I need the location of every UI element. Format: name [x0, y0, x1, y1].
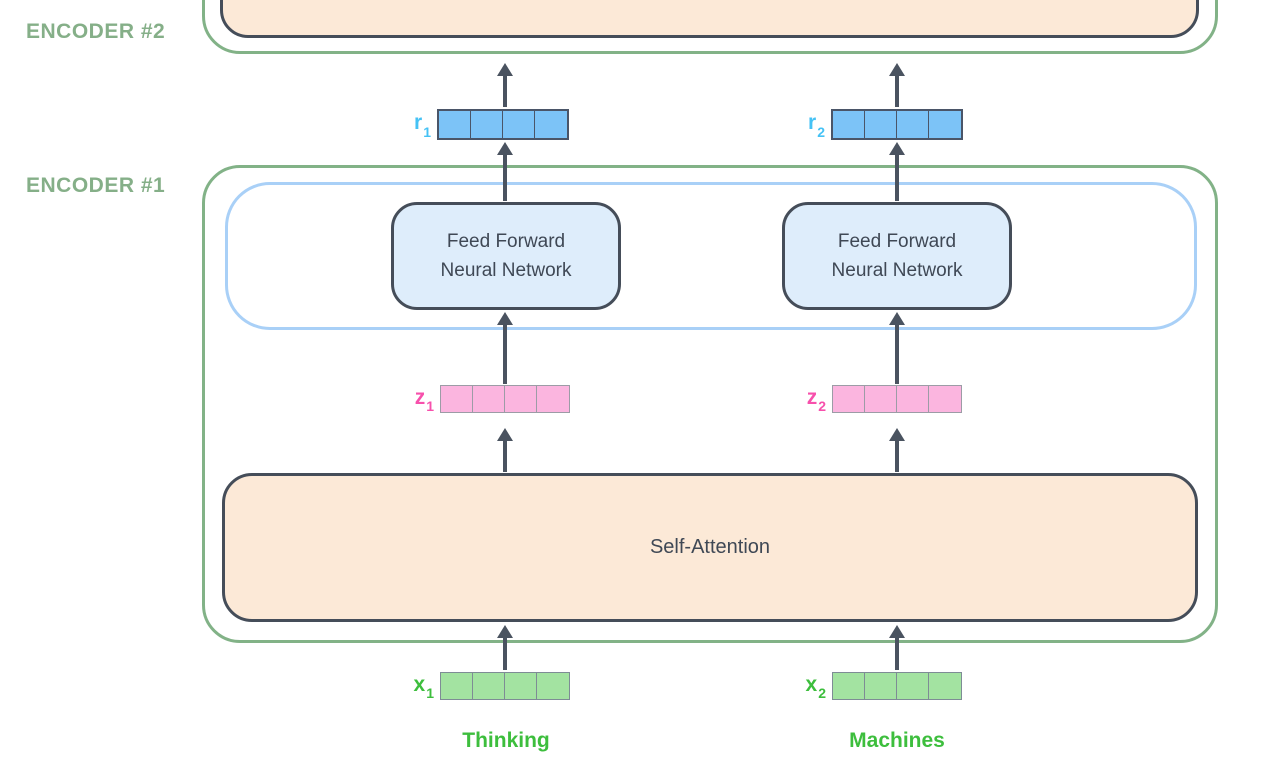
arrow-head-icon	[889, 625, 905, 638]
vector-cell	[865, 111, 897, 138]
vector-r2: r2	[780, 109, 963, 140]
vector-r1: r1	[386, 109, 569, 140]
feed-forward-box-1: Feed Forward Neural Network	[391, 202, 621, 310]
vector-cell	[503, 111, 535, 138]
arrow-r1-to-encoder2	[496, 63, 514, 107]
vector-cell	[833, 386, 865, 412]
vector-cell	[439, 111, 471, 138]
vector-r1-cells	[437, 109, 569, 140]
encoder-2-inner-box	[220, 0, 1199, 38]
vector-z2: z2	[781, 385, 962, 415]
vector-cell	[929, 111, 961, 138]
arrow-r2-to-encoder2	[888, 63, 906, 107]
vector-cell	[897, 386, 929, 412]
encoder-1-label: ENCODER #1	[26, 174, 166, 197]
vector-x2-label: x2	[805, 672, 826, 702]
self-attention-label: Self-Attention	[649, 536, 771, 558]
arrow-head-icon	[497, 142, 513, 155]
vector-cell	[441, 386, 473, 412]
arrow-stem	[503, 323, 507, 384]
arrow-stem	[503, 636, 507, 670]
vector-cell	[505, 673, 537, 699]
vector-x1: x1	[389, 672, 570, 702]
arrow-head-icon	[497, 63, 513, 76]
arrow-head-icon	[889, 428, 905, 441]
feed-forward-layer-container	[225, 182, 1197, 330]
token-label-thinking: Thinking	[462, 729, 550, 752]
arrow-ffnn2-to-r2	[888, 142, 906, 201]
vector-z2-cells	[832, 385, 962, 413]
arrow-stem	[895, 153, 899, 201]
arrow-head-icon	[497, 428, 513, 441]
vector-cell	[473, 673, 505, 699]
vector-cell	[833, 673, 865, 699]
arrow-z1-to-ffnn1	[496, 312, 514, 384]
vector-cell	[865, 673, 897, 699]
arrow-ffnn1-to-r1	[496, 142, 514, 201]
arrow-head-icon	[889, 63, 905, 76]
arrow-stem	[895, 636, 899, 670]
vector-cell	[537, 673, 569, 699]
feed-forward-box-1-text: Feed Forward Neural Network	[440, 230, 572, 281]
arrow-stem	[895, 74, 899, 107]
vector-cell	[929, 673, 961, 699]
vector-cell	[865, 386, 897, 412]
vector-z1-cells	[440, 385, 570, 413]
vector-x2: x2	[781, 672, 962, 702]
feed-forward-box-2: Feed Forward Neural Network	[782, 202, 1012, 310]
self-attention-box: Self-Attention	[222, 473, 1198, 622]
vector-cell	[897, 673, 929, 699]
vector-cell	[505, 386, 537, 412]
arrow-stem	[503, 74, 507, 107]
encoder-1-box	[202, 165, 1218, 643]
vector-x1-label: x1	[413, 672, 434, 702]
encoder-2-label: ENCODER #2	[26, 20, 166, 43]
vector-x2-cells	[832, 672, 962, 700]
arrow-x2-to-attention	[888, 625, 906, 670]
arrow-head-icon	[497, 625, 513, 638]
vector-x1-cells	[440, 672, 570, 700]
arrow-x1-to-attention	[496, 625, 514, 670]
vector-cell	[441, 673, 473, 699]
vector-cell	[897, 111, 929, 138]
vector-cell	[535, 111, 567, 138]
vector-z1: z1	[389, 385, 570, 415]
arrow-stem	[503, 153, 507, 201]
arrow-head-icon	[497, 312, 513, 325]
arrow-head-icon	[889, 142, 905, 155]
arrow-head-icon	[889, 312, 905, 325]
vector-cell	[929, 386, 961, 412]
vector-r2-label: r2	[808, 111, 825, 140]
vector-z1-label: z1	[414, 385, 434, 415]
vector-cell	[471, 111, 503, 138]
token-label-machines: Machines	[849, 729, 945, 752]
arrow-attention-to-z2	[888, 428, 906, 472]
vector-cell	[833, 111, 865, 138]
arrow-z2-to-ffnn2	[888, 312, 906, 384]
vector-r2-cells	[831, 109, 963, 140]
arrow-stem	[895, 439, 899, 472]
vector-r1-label: r1	[414, 111, 431, 140]
arrow-stem	[895, 323, 899, 384]
vector-z2-label: z2	[806, 385, 826, 415]
arrow-stem	[503, 439, 507, 472]
vector-cell	[537, 386, 569, 412]
feed-forward-box-2-text: Feed Forward Neural Network	[831, 230, 963, 281]
arrow-attention-to-z1	[496, 428, 514, 472]
vector-cell	[473, 386, 505, 412]
